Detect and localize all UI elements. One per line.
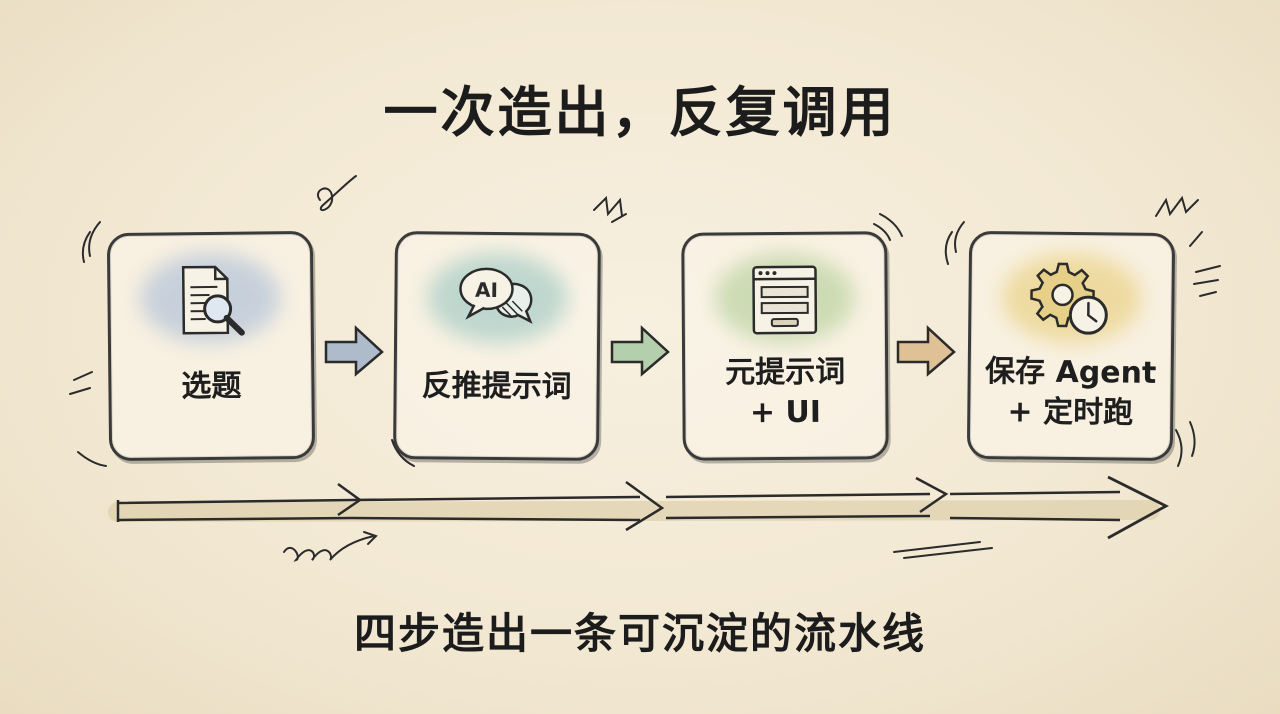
step-label-second-line: + 定时跑 [1007,394,1134,431]
step-card-save-agent: 保存 Agent + 定时跑 [966,230,1176,462]
diagram-subtitle: 四步造出一条可沉淀的流水线 [353,609,926,658]
svg-text:AI: AI [475,278,498,302]
arrow-step1-to-step2 [324,325,384,377]
arrow-step2-to-step3 [610,325,670,377]
step-label: 反推提示词 [421,368,572,405]
step-label: 保存 Agent [984,354,1157,391]
step-label: 选题 [181,368,242,405]
step-label: 元提示词 [725,354,846,391]
step-label-second-line: + UI [749,394,822,431]
gear-clock-icon [1030,262,1108,335]
progress-arrow-head [1107,475,1170,540]
diagram-title: 一次造出，反复调用 [383,81,897,144]
step-card-topic: 选题 [106,230,316,462]
progress-arrow-line [117,498,353,522]
document-search-icon [181,265,245,336]
ui-window-icon [752,265,818,335]
arrow-step3-to-step4 [896,325,956,377]
step-card-meta-prompt-ui: 元提示词 + UI [681,231,889,461]
step-card-reverse-prompt: AI 反推提示词 [393,231,601,461]
ai-chat-icon: AI [459,267,533,324]
